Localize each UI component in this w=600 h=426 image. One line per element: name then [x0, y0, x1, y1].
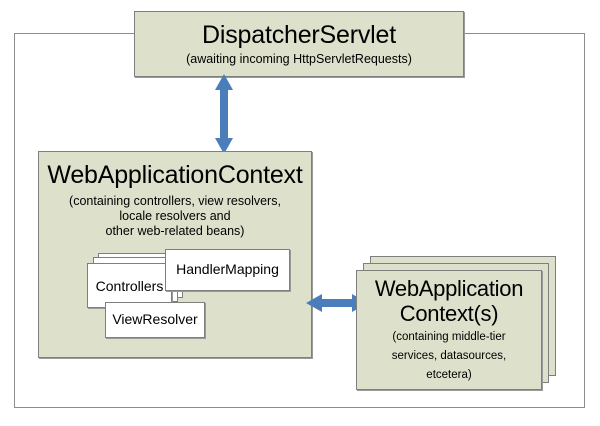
- backend-application-context-stack: WebApplication Context(s) (containing mi…: [356, 256, 558, 392]
- backend-application-context-title-line2: Context(s): [399, 300, 499, 326]
- view-resolver-label: ViewResolver: [112, 311, 198, 328]
- backend-application-context-box: WebApplication Context(s) (containing mi…: [356, 270, 542, 390]
- web-application-context-subtitle-line2: locale resolvers and: [119, 208, 231, 223]
- double-headed-horizontal-arrow-icon: [306, 287, 368, 319]
- dispatcher-servlet-subtitle: (awaiting incoming HttpServletRequests): [186, 52, 412, 67]
- backend-application-context-title-line1: WebApplication: [374, 276, 524, 302]
- backend-application-context-subtitle-line3: etcetera): [426, 369, 472, 382]
- dispatcher-servlet-content: DispatcherServlet (awaiting incoming Htt…: [135, 21, 463, 67]
- dispatcher-servlet-title: DispatcherServlet: [202, 21, 396, 50]
- double-headed-vertical-arrow-icon: [206, 74, 242, 154]
- backend-application-context-subtitle-line1: (containing middle-tier: [392, 331, 506, 344]
- web-application-context-header: WebApplicationContext (containing contro…: [39, 161, 311, 238]
- backend-application-context-content: WebApplication Context(s) (containing mi…: [357, 277, 541, 383]
- handler-mapping-box: HandlerMapping: [165, 249, 290, 291]
- handler-mapping-label: HandlerMapping: [176, 261, 279, 278]
- view-resolver-box: ViewResolver: [105, 302, 205, 338]
- dispatcher-servlet-box: DispatcherServlet (awaiting incoming Htt…: [134, 11, 464, 77]
- web-application-context-subtitle-line1: (containing controllers, view resolvers,: [69, 194, 281, 208]
- backend-application-context-subtitle-line2: services, datasources,: [391, 350, 507, 363]
- controllers-label: Controllers: [95, 277, 164, 294]
- web-application-context-subtitle-line3: other web-related beans): [105, 223, 245, 238]
- web-application-context-title: WebApplicationContext: [47, 161, 303, 189]
